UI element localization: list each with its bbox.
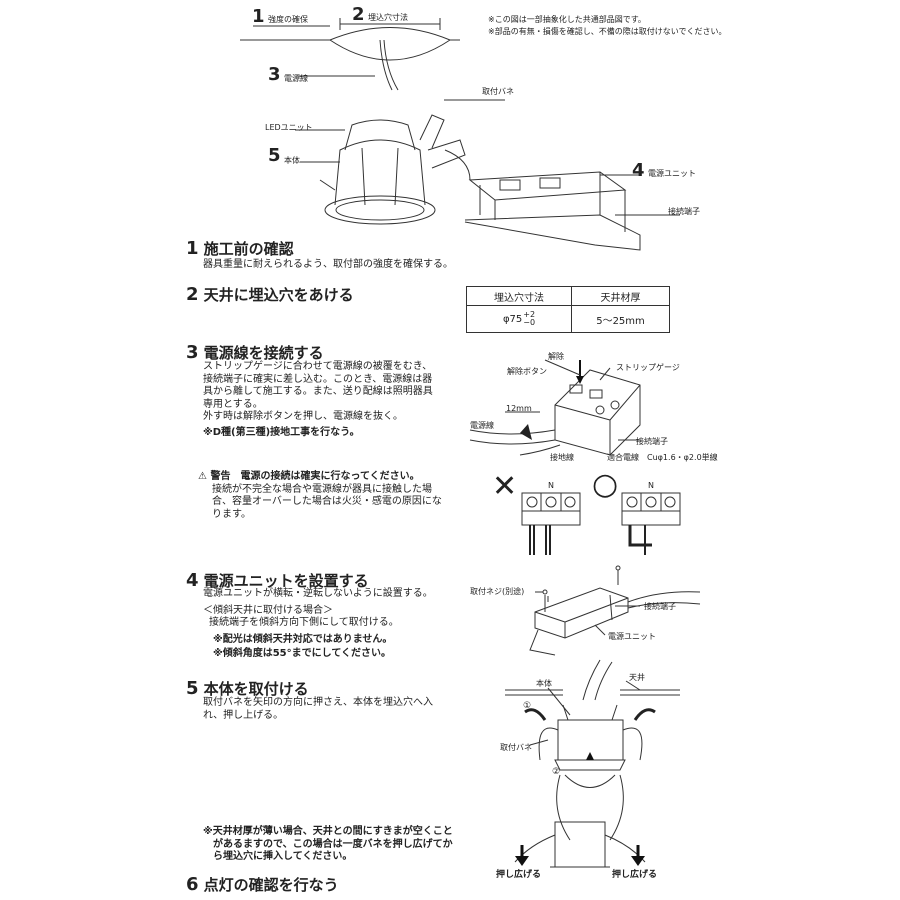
section-5-line: れ、押し上げる。: [203, 709, 284, 721]
warning-line: ります。: [212, 508, 251, 520]
label-5-number: 5: [268, 145, 281, 166]
section-4-title: 電源ユニットを設置する: [203, 572, 369, 590]
label-1-text: 強度の確保: [268, 15, 308, 24]
section-6-title: 点灯の確認を行なう: [203, 876, 339, 894]
install-body-label: 本体: [536, 679, 552, 688]
section-5-title: 本体を取付ける: [203, 680, 309, 698]
section-1-number: 1: [186, 238, 199, 259]
label-1-number: 1: [252, 6, 265, 27]
warning-heading: 警告 電源の接続は確実に行なってください。: [210, 471, 420, 482]
terminal-label: 接続端子: [636, 437, 668, 446]
power-wire-label: 電源線: [470, 421, 494, 430]
section-3-heading: 3 電源線を接続する: [186, 342, 324, 363]
install-ceiling-label: 天井: [629, 673, 645, 682]
diagram-note-1: ※この図は一部抽象化した共通部品図です。: [488, 15, 646, 24]
spread-right-label: 押し広げる: [612, 870, 658, 880]
strip-gauge-label: ストリップゲージ: [616, 363, 680, 372]
right-mark: ○: [592, 467, 619, 502]
section-5-note-line: があるますので、この場合は一度バネを押し広げてか: [213, 838, 453, 850]
ground-wire-label: 接地線: [550, 453, 574, 462]
label-2-number: 2: [352, 4, 365, 25]
section-1-heading: 1 施工前の確認: [186, 238, 294, 259]
wire-spec-label: 適合電線 Cuφ1.6・φ2.0単線: [607, 453, 718, 462]
led-unit-label: LEDユニット: [265, 123, 313, 132]
section-5-line: 取付バネを矢印の方向に押さえ、本体を埋込穴へ入: [203, 697, 433, 708]
section-2-title: 天井に埋込穴をあける: [203, 286, 354, 304]
section-4-number: 4: [186, 570, 199, 591]
spec-tol-plus: +2: [523, 310, 536, 319]
section-5-body: 取付バネを矢印の方向に押さえ、本体を埋込穴へ入 れ、押し上げる。: [203, 697, 433, 722]
release-label: 解除: [548, 352, 564, 361]
section-2-number: 2: [186, 284, 199, 305]
section-2-heading: 2 天井に埋込穴をあける: [186, 284, 354, 305]
step-2-label: ②: [552, 767, 561, 777]
section-4-body: 電源ユニットが横転・逆転しないように設置する。 ＜傾斜天井に取付ける場合＞ 接続…: [203, 588, 433, 661]
section-1-title: 施工前の確認: [203, 240, 294, 258]
spec-cell-hole: φ75+2−0: [466, 305, 572, 333]
spread-left-label: 押し広げる: [496, 870, 542, 880]
label-4-text: 電源ユニット: [648, 169, 696, 178]
unit-label: 電源ユニット: [608, 632, 656, 641]
section-6-number: 6: [186, 874, 199, 895]
spec-cell-thickness: 5〜25mm: [571, 305, 670, 333]
section-5-note-line: ら埋込穴に挿入してください。: [213, 851, 353, 862]
n-label-wrong: N: [548, 481, 554, 490]
screw-label: 取付ネジ(別途): [470, 587, 525, 596]
section-1-body: 器具重量に耐えられるよう、取付部の強度を確保する。: [203, 259, 453, 270]
wrong-mark: ✕: [492, 469, 518, 504]
spec-tol-minus: −0: [523, 318, 536, 327]
section-4-subheading: ＜傾斜天井に取付ける場合＞: [203, 604, 333, 616]
section-4-subtext: 接続端子を傾斜方向下側にして取付ける。: [209, 617, 399, 628]
n-label-right: N: [648, 481, 654, 490]
warning-icon: ⚠: [198, 471, 207, 482]
warning-line: 合、容量オーバーした場合は火災・感電の原因にな: [212, 496, 442, 507]
section-5-note: ※天井材厚が薄い場合、天井との間にすきまが空くこと があるますので、この場合は一…: [203, 826, 453, 864]
connection-terminal-label: 接続端子: [668, 207, 700, 216]
label-4-number: 4: [632, 160, 645, 181]
diagram-note-2: ※部品の有無・損傷を確認し、不備の際は取付けないでください。: [488, 27, 727, 36]
strip-length-label: 12mm: [506, 404, 532, 413]
section-3-line: ストリップゲージに合わせて電源線の被覆をむき、: [203, 361, 433, 372]
section-4-note: ※傾斜角度は55°までにしてください。: [213, 648, 392, 659]
section-5-heading: 5 本体を取付ける: [186, 678, 309, 699]
label-5-text: 本体: [284, 156, 300, 165]
section-5-note-line: ※天井材厚が薄い場合、天井との間にすきまが空くこと: [203, 826, 453, 837]
section-4-text: 電源ユニットが横転・逆転しないように設置する。: [203, 588, 433, 599]
section-6-heading: 6 点灯の確認を行なう: [186, 874, 339, 895]
section-3-body: ストリップゲージに合わせて電源線の被覆をむき、 接続端子に確実に差し込む。このと…: [203, 361, 433, 439]
section-3-line: 専用とする。: [203, 398, 263, 410]
label-3-text: 電源線: [284, 74, 308, 83]
step-1-label: ①: [523, 701, 532, 711]
section-3-title: 電源線を接続する: [203, 344, 324, 362]
spec-hole-value: φ75: [502, 314, 523, 325]
section-3-line: 外す時は解除ボタンを押し、電源線を抜く。: [203, 411, 403, 422]
unit-terminal-label: 接続端子: [644, 602, 676, 611]
warning-block: ⚠ 警告 電源の接続は確実に行なってください。 接続が不完全な場合や電源線が器具…: [198, 471, 442, 521]
warning-line: 接続が不完全な場合や電源線が器具に接触した場: [212, 483, 432, 495]
section-5-number: 5: [186, 678, 199, 699]
spec-table: 埋込穴寸法 天井材厚 φ75+2−0 5〜25mm: [466, 286, 670, 333]
mounting-spring-label: 取付バネ: [482, 87, 514, 96]
section-3-line: 接続端子に確実に差し込む。このとき、電源線は器: [203, 373, 433, 385]
section-3-line: 具から離して施工する。また、送り配線は照明器具: [203, 386, 433, 397]
label-3-number: 3: [268, 64, 281, 85]
install-spring-label: 取付バネ: [500, 743, 532, 752]
top-diagram: [240, 18, 680, 251]
section-3-note: ※D種(第三種)接地工事を行なう。: [203, 426, 360, 438]
section-4-note: ※配光は傾斜天井対応ではありません。: [213, 633, 393, 645]
section-4-heading: 4 電源ユニットを設置する: [186, 570, 369, 591]
release-button-label: 解除ボタン: [507, 367, 547, 376]
label-2-text: 埋込穴寸法: [368, 13, 408, 22]
section-3-number: 3: [186, 342, 199, 363]
